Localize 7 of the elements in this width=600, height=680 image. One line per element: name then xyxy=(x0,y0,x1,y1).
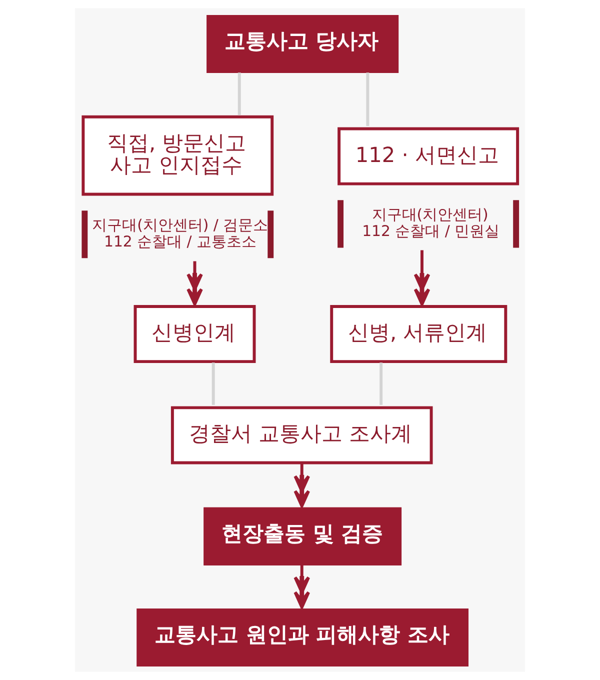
connector xyxy=(366,72,370,126)
arrow xyxy=(294,464,310,508)
arrow xyxy=(186,261,203,306)
connector xyxy=(238,72,241,116)
arrow xyxy=(294,564,310,609)
connector xyxy=(212,362,215,405)
connector xyxy=(380,362,383,405)
